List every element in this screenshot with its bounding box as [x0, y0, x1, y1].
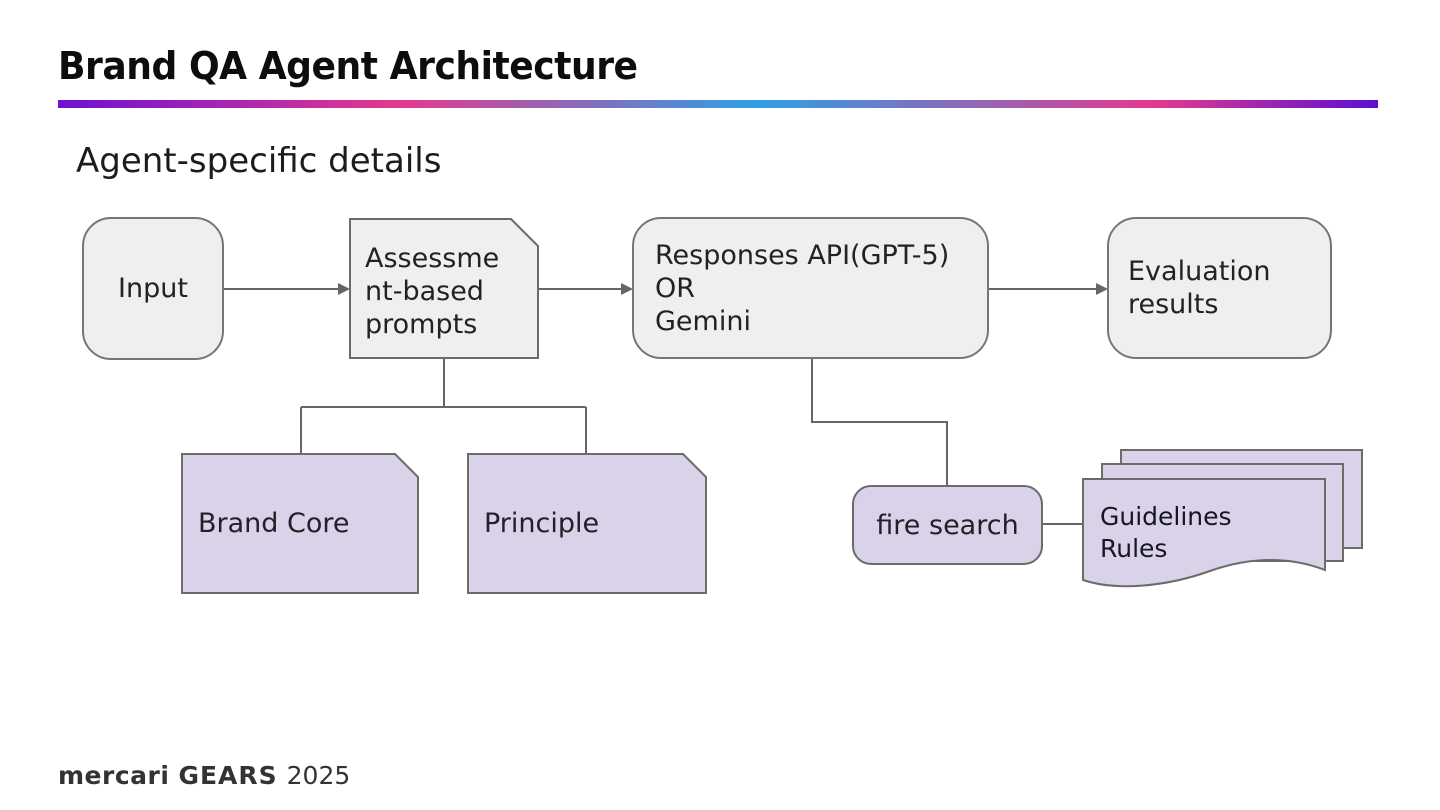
arrowhead-to-evaluation: [1096, 283, 1108, 295]
connector-llm-to-fire-search: [811, 358, 948, 486]
guidelines-document-stack: [1082, 449, 1363, 588]
responses-api-node: [632, 217, 989, 359]
gears-wordmark: GEARS: [178, 761, 278, 790]
arrowhead-to-llm: [621, 283, 633, 295]
section-subtitle: Agent-specific details: [76, 141, 442, 181]
document-sheet-front: [1082, 478, 1326, 588]
footer-logo: mercari GEARS 2025: [58, 761, 350, 790]
input-node: [82, 217, 224, 360]
mercari-wordmark: mercari: [58, 761, 170, 790]
arrowhead-to-assessment: [338, 283, 350, 295]
accent-gradient-divider: [58, 100, 1378, 108]
assessment-prompts-node: [349, 218, 539, 359]
fire-search-node: [852, 485, 1043, 565]
connector-assessment-to-children: [300, 358, 587, 454]
evaluation-results-node: [1107, 217, 1332, 359]
principle-node: [467, 453, 707, 594]
logo-year: 2025: [286, 761, 351, 790]
brand-core-node: [181, 453, 419, 594]
page-title: Brand QA Agent Architecture: [58, 44, 638, 88]
